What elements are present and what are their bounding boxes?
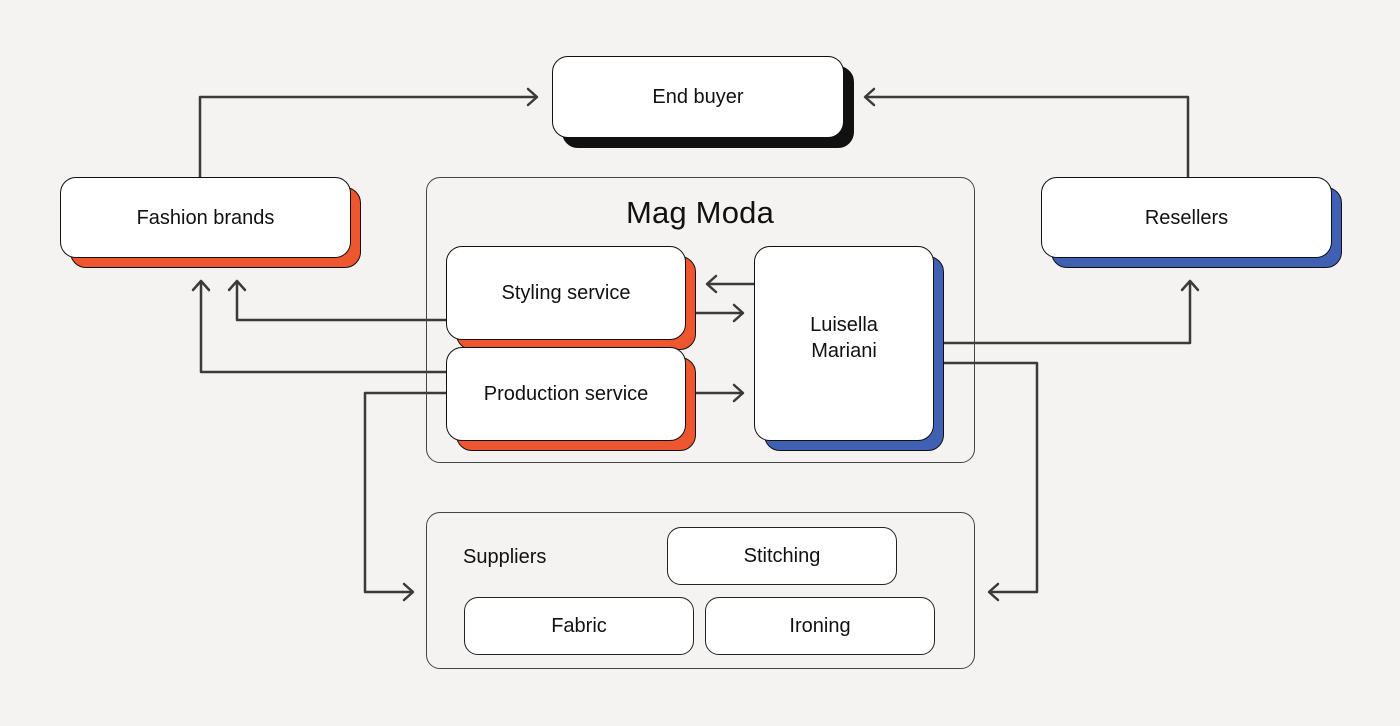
production-service-node: Production service (446, 347, 696, 451)
ironing-pill: Ironing (705, 597, 935, 655)
arrow-brands-to-buyer (198, 95, 538, 180)
mag-moda-container (426, 177, 975, 463)
arrowhead-suppliers-right (987, 582, 1000, 602)
fashion-brands-label: Fashion brands (60, 177, 351, 258)
arrowhead-brands-inner (227, 279, 247, 292)
person-first-name: Luisella (810, 313, 878, 336)
resellers-label: Resellers (1041, 177, 1332, 258)
arrow-production-to-brands (199, 280, 448, 374)
person-label: Luisella Mariani (754, 246, 934, 441)
production-service-label: Production service (446, 347, 686, 441)
arrowhead-suppliers-left (402, 582, 415, 602)
stitching-pill: Stitching (667, 527, 897, 585)
styling-service-node: Styling service (446, 246, 696, 350)
fashion-brands-node: Fashion brands (60, 177, 361, 268)
arrow-person-to-resellers (942, 280, 1192, 345)
arrowhead-buyer-right (863, 87, 876, 107)
person-node: Luisella Mariani (754, 246, 944, 451)
arrowhead-buyer-left (526, 87, 539, 107)
suppliers-container (426, 512, 975, 669)
resellers-node: Resellers (1041, 177, 1342, 268)
end-buyer-label: End buyer (552, 56, 844, 138)
person-last-name: Mariani (811, 339, 877, 362)
arrowhead-brands-outer (191, 279, 211, 292)
end-buyer-node: End buyer (552, 56, 854, 148)
arrow-styling-to-brands (235, 280, 448, 322)
styling-service-label: Styling service (446, 246, 686, 340)
arrow-resellers-to-buyer (864, 95, 1190, 180)
fabric-pill: Fabric (464, 597, 694, 655)
mag-moda-title: Mag Moda (625, 195, 775, 230)
arrowhead-resellers (1180, 279, 1200, 292)
suppliers-label: Suppliers (463, 546, 547, 568)
